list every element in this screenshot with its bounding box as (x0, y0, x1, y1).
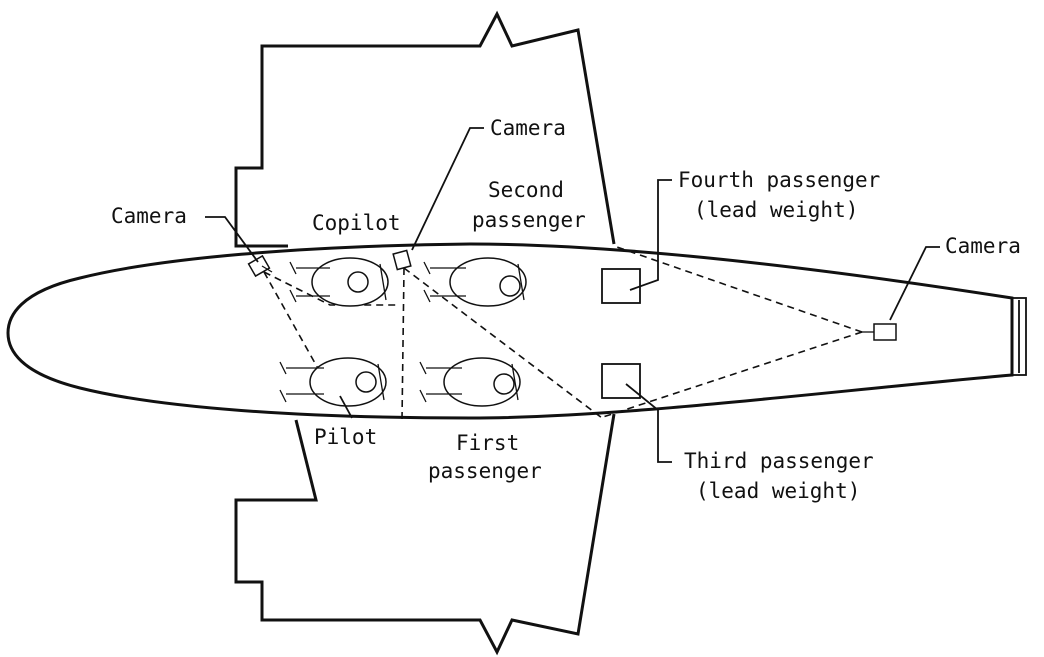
upper-wing-outline (234, 10, 616, 248)
first-passenger-label-line2: passenger (428, 459, 542, 483)
second-passenger-label-line1: Second (488, 178, 564, 202)
first-passenger-label-line1: First (456, 431, 519, 455)
copilot-label: Copilot (312, 211, 401, 235)
camera-upper-left-icon (247, 254, 273, 278)
camera-upper-left-label: Camera (111, 204, 187, 228)
first-passenger-figure (419, 357, 521, 407)
second-passenger-label-line2: passenger (472, 208, 586, 232)
copilot-figure (289, 257, 389, 307)
camera-right-icon (862, 323, 897, 341)
fourth-passenger-lead-weight (601, 268, 641, 304)
fourth-passenger-label-line1: Fourth passenger (678, 168, 880, 192)
lower-wing-outline (234, 413, 616, 656)
pilot-label: Pilot (314, 425, 377, 449)
leader-lines (205, 127, 940, 463)
camera-top-icon (392, 249, 412, 271)
camera-right-label: Camera (945, 234, 1021, 258)
third-passenger-lead-weight (601, 363, 641, 399)
fourth-passenger-label-line2: (lead weight) (694, 198, 858, 222)
third-passenger-label-line2: (lead weight) (696, 479, 860, 503)
second-passenger-figure (423, 257, 527, 307)
tail-cap (1011, 297, 1027, 376)
pilot-figure (279, 357, 387, 407)
fuselage-outline (6, 242, 1014, 420)
third-passenger-label-line1: Third passenger (684, 449, 874, 473)
camera-top-label: Camera (490, 116, 566, 140)
